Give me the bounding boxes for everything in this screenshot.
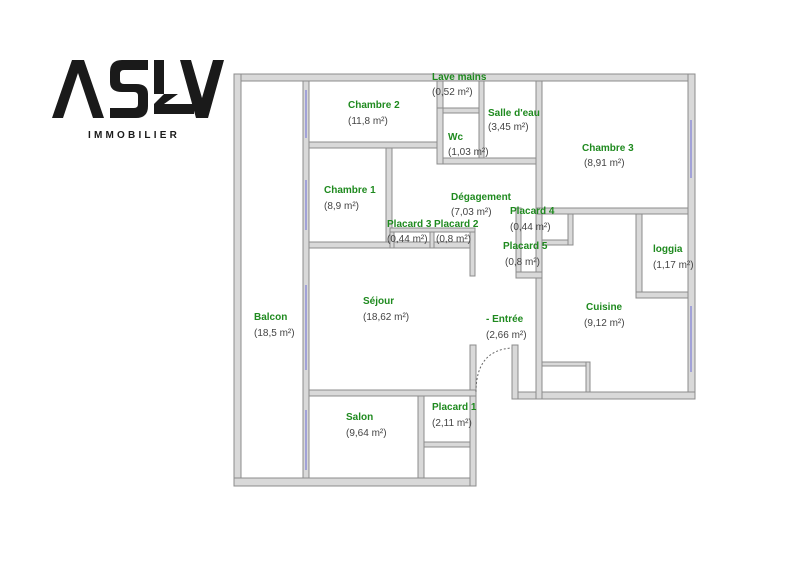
room-labels: Lave mains (0,52 m²) Chambre 2 (11,8 m²)… xyxy=(254,72,694,439)
label-placard-1: Placard 1 xyxy=(432,402,477,413)
wall-loggia-bottom xyxy=(635,291,689,299)
area-placard-2: (0,8 m²) xyxy=(436,234,471,245)
wall-chambre3-bottom xyxy=(535,207,689,215)
outer-wall-bottom-right xyxy=(515,391,696,400)
wall-cuisine-left xyxy=(535,277,543,400)
logo-letter-s xyxy=(110,60,148,118)
area-loggia: (1,17 m²) xyxy=(653,260,694,271)
label-salle-eau: Salle d'eau xyxy=(488,108,540,119)
wall-loggia-left xyxy=(635,213,643,299)
label-placard-2: Placard 2 xyxy=(434,219,479,230)
label-lave-mains: Lave mains xyxy=(432,72,487,83)
area-degagement: (7,03 m²) xyxy=(451,207,492,218)
area-salle-eau: (3,45 m²) xyxy=(488,122,529,133)
wall-lavemains-bottom xyxy=(436,107,484,114)
aslv-logo xyxy=(52,60,224,118)
wall-placard-top xyxy=(389,227,476,233)
label-sejour: Séjour xyxy=(363,296,394,307)
wall-placard5-bottom xyxy=(515,271,543,279)
wall-salle-eau-right xyxy=(535,80,543,213)
label-chambre-3: Chambre 3 xyxy=(582,143,634,154)
walls xyxy=(233,73,696,487)
area-cuisine: (9,12 m²) xyxy=(584,318,625,329)
wall-cuisine-cupboard xyxy=(541,361,589,367)
area-chambre-2: (11,8 m²) xyxy=(348,116,388,127)
area-entree: (2,66 m²) xyxy=(486,330,527,341)
windows xyxy=(305,90,692,470)
area-placard-5: (0,8 m²) xyxy=(505,257,540,268)
area-placard-1: (2,11 m²) xyxy=(432,418,472,429)
label-wc: Wc xyxy=(448,132,463,143)
wall-sejour-bottom xyxy=(308,389,477,397)
wall-salon-right xyxy=(417,395,425,479)
outer-wall-left xyxy=(233,73,242,487)
entry-door-arc xyxy=(475,347,513,393)
area-balcon: (18,5 m²) xyxy=(254,328,295,339)
area-chambre-1: (8,9 m²) xyxy=(324,201,359,212)
area-sejour: (18,62 m²) xyxy=(363,312,409,323)
label-placard-4: Placard 4 xyxy=(510,206,555,217)
label-degagement: Dégagement xyxy=(451,192,512,203)
label-cuisine: Cuisine xyxy=(586,302,623,313)
area-placard-4: (0,44 m²) xyxy=(510,222,551,233)
label-chambre-1: Chambre 1 xyxy=(324,185,376,196)
entry-wall-right xyxy=(511,344,519,400)
label-loggia: loggia xyxy=(653,244,683,255)
area-placard-3: (0,44 m²) xyxy=(387,234,428,245)
wall-wc-bottom xyxy=(436,157,542,165)
wall-placard4-right xyxy=(567,213,574,246)
area-salon: (9,64 m²) xyxy=(346,428,387,439)
wall-wc-left xyxy=(436,107,444,165)
label-placard-3: Placard 3 xyxy=(387,219,432,230)
logo-tagline: IMMOBILIER xyxy=(88,130,180,141)
wall-sejour-right xyxy=(469,344,477,396)
area-wc: (1,03 m²) xyxy=(448,147,489,158)
wall-balcon xyxy=(302,80,310,479)
outer-wall-bottom-left xyxy=(233,477,477,487)
logo-letter-v xyxy=(180,60,224,118)
wall-cuisine-cupboard-right xyxy=(585,361,591,393)
wall-placard1-bottom xyxy=(423,441,471,448)
label-placard-5: Placard 5 xyxy=(503,241,548,252)
area-chambre-3: (8,91 m²) xyxy=(584,158,625,169)
label-balcon: Balcon xyxy=(254,312,287,323)
label-salon: Salon xyxy=(346,412,373,423)
wall-chambre2-bottom xyxy=(308,141,440,149)
label-entree: - Entrée xyxy=(486,314,524,325)
area-lave-mains: (0,52 m²) xyxy=(432,87,473,98)
logo-letter-a xyxy=(52,60,104,118)
logo-letter-l xyxy=(154,60,194,114)
label-chambre-2: Chambre 2 xyxy=(348,100,400,111)
